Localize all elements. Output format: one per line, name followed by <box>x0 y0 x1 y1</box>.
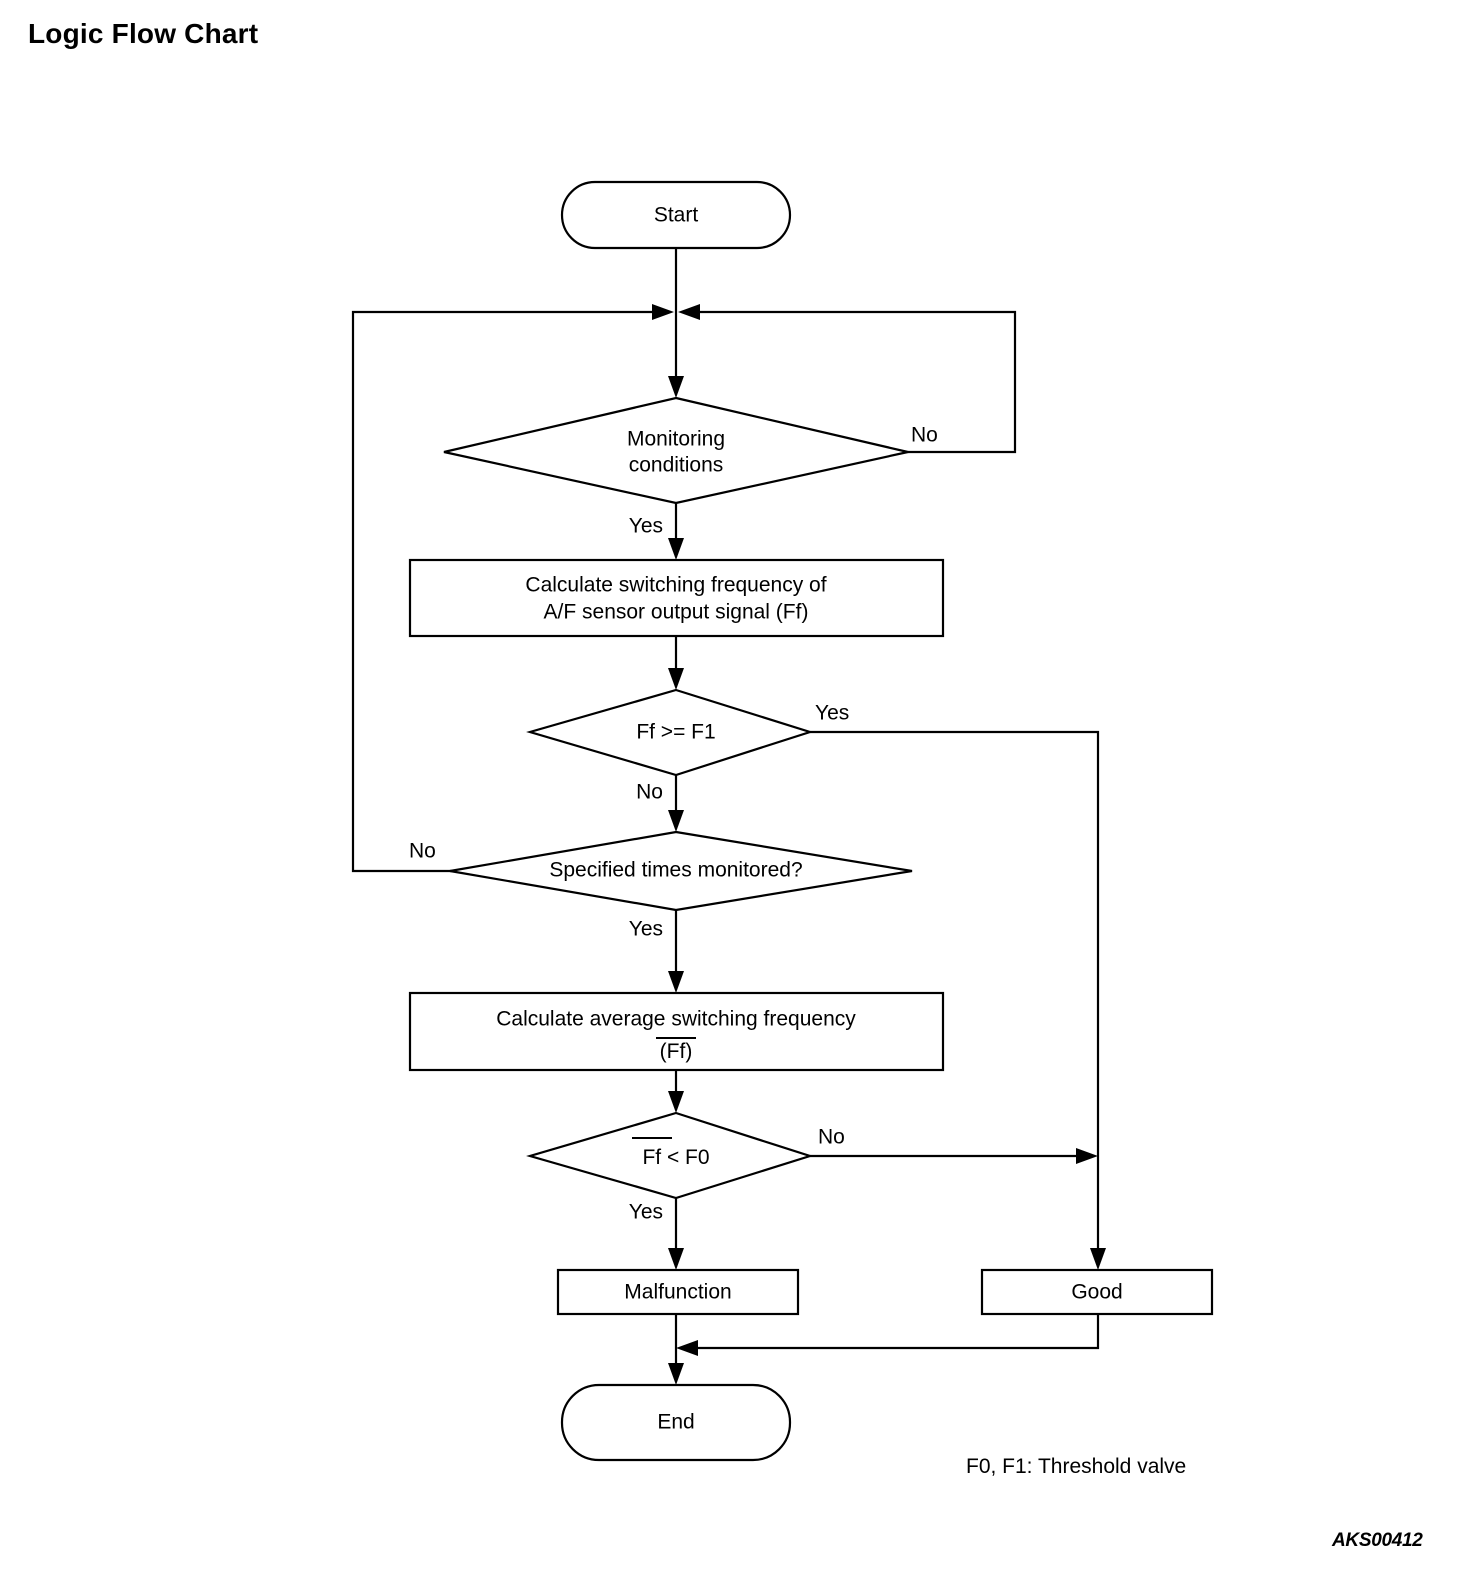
edge-label-ff-lt-f0-yes: Yes <box>629 1201 663 1224</box>
calculate-average-switching-frequency-label-line2: (Ff) <box>660 1040 693 1063</box>
arrowhead-into-fflotf0 <box>668 1091 684 1113</box>
connectors-layer <box>351 248 1106 1385</box>
calc-avg-paren-open: ( <box>660 1040 667 1063</box>
start-shape <box>560 180 792 250</box>
node-ff-ge-f1[interactable]: Ff >= F1 <box>526 688 814 777</box>
malfunction-label: Malfunction <box>624 1281 731 1304</box>
arrowhead-into-ffgef1 <box>668 668 684 690</box>
edge-monitoring-no-loopback <box>684 310 1017 454</box>
edge-label-ff-ge-f1-yes: Yes <box>815 702 849 725</box>
threshold-legend-note: F0, F1: Threshold valve <box>966 1455 1187 1478</box>
ff-lt-f0-rest-part: < F0 <box>661 1146 709 1169</box>
calculate-switching-frequency-label-line1: Calculate switching frequency of <box>525 574 826 597</box>
arrowhead-loopback-left <box>652 304 674 320</box>
calculate-switching-frequency-label-line2: A/F sensor output signal (Ff) <box>544 601 809 624</box>
ff-ge-f1-label: Ff >= F1 <box>636 721 715 744</box>
edge-label-ff-ge-f1-no: No <box>636 781 663 804</box>
calculate-switching-frequency-shape <box>408 558 945 638</box>
node-calculate-switching-frequency[interactable]: Calculate switching frequency of A/F sen… <box>408 558 945 638</box>
node-specified-times-monitored[interactable]: Specified times monitored? <box>449 830 913 912</box>
arrowhead-into-calcfreq <box>668 538 684 560</box>
node-good[interactable]: Good <box>980 1268 1214 1316</box>
calculate-average-switching-frequency-label-line1: Calculate average switching frequency <box>496 1008 856 1031</box>
page-title: Logic Flow Chart <box>28 18 259 49</box>
arrowhead-into-spectimes <box>668 810 684 832</box>
calc-avg-paren-close: ) <box>685 1040 692 1063</box>
calc-avg-ff-bar: Ff <box>667 1040 686 1063</box>
monitoring-conditions-shape <box>443 396 909 505</box>
edge-spectimes-no-loopback <box>351 310 668 873</box>
malfunction-shape <box>556 1268 800 1316</box>
good-label: Good <box>1071 1281 1122 1304</box>
end-label: End <box>657 1411 694 1434</box>
edge-good-to-end <box>682 1314 1100 1350</box>
calculate-average-switching-frequency-shape <box>408 991 945 1072</box>
arrowhead-into-malfunction <box>668 1248 684 1270</box>
start-label: Start <box>654 204 699 227</box>
arrowhead-into-end <box>668 1363 684 1385</box>
node-ff-lt-f0[interactable]: Ff < F0 <box>526 1111 814 1200</box>
arrowhead-loopback-right <box>678 304 700 320</box>
arrowhead-into-good <box>1090 1248 1106 1270</box>
edge-label-monitoring-yes: Yes <box>629 515 663 538</box>
arrowhead-into-monitoring <box>668 376 684 398</box>
node-calculate-average-switching-frequency[interactable]: Calculate average switching frequency (F… <box>408 991 945 1072</box>
good-shape <box>980 1268 1214 1316</box>
specified-times-monitored-label: Specified times monitored? <box>549 859 802 882</box>
node-end[interactable]: End <box>560 1383 792 1462</box>
edge-label-spec-times-no: No <box>409 840 436 863</box>
arrowhead-into-calcavg <box>668 971 684 993</box>
arrowhead-fflotf0-no-join <box>1076 1148 1098 1164</box>
ff-lt-f0-shape <box>526 1111 814 1200</box>
ff-lt-f0-label: Ff < F0 <box>642 1146 709 1169</box>
edge-label-monitoring-no: No <box>911 424 938 447</box>
specified-times-monitored-shape <box>449 830 913 912</box>
reference-code: AKS00412 <box>1332 1530 1423 1551</box>
edge-label-spec-times-yes: Yes <box>629 918 663 941</box>
ff-ge-f1-shape <box>526 688 814 777</box>
monitoring-conditions-label-line1: Monitoring <box>627 428 725 451</box>
edge-ffgef1-yes-to-good <box>810 730 1100 1264</box>
monitoring-conditions-label-line2: conditions <box>629 454 724 477</box>
node-monitoring-conditions[interactable]: Monitoring conditions <box>443 396 909 505</box>
node-malfunction[interactable]: Malfunction <box>556 1268 800 1316</box>
edge-label-ff-lt-f0-no: No <box>818 1126 845 1149</box>
end-shape <box>560 1383 792 1462</box>
node-start[interactable]: Start <box>560 180 792 250</box>
arrowhead-good-join <box>676 1340 698 1356</box>
ff-lt-f0-bar-part: Ff <box>642 1146 661 1169</box>
